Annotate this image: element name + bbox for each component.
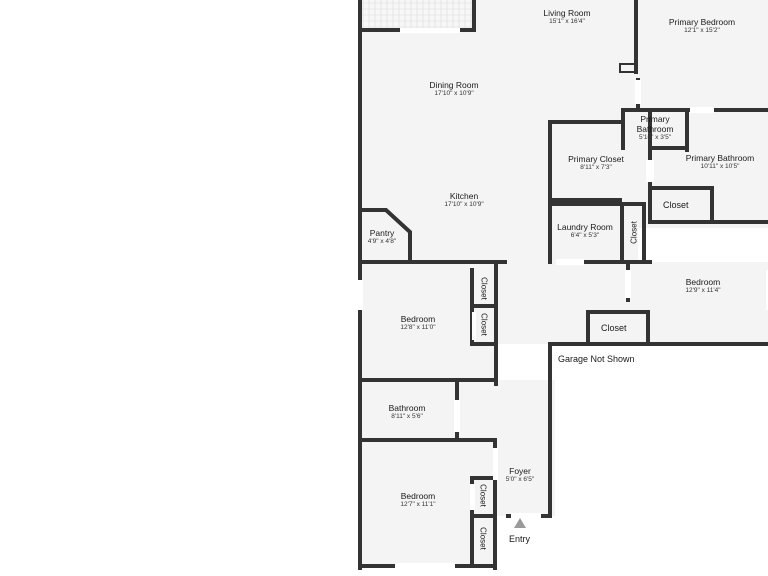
laundry-room-label: Laundry Room 6'4" x 5'3" (557, 222, 613, 239)
foyer-label: Foyer 5'0" x 6'5" (505, 466, 535, 483)
mid-closet-upper-label: Closet (479, 277, 489, 300)
bottom-closet-upper-label: Closet (478, 484, 488, 507)
bedroom-mid-label: Bedroom 12'8" x 11'0" (400, 314, 436, 331)
kitchen-label: Kitchen 17'10" x 10'9" (444, 191, 484, 208)
dining-room-label: Dining Room 17'10" x 10'9" (429, 80, 479, 97)
mid-closet-lower-label: Closet (479, 313, 489, 336)
primary-bath-closet-label: Closet (663, 200, 689, 210)
primary-bedroom-label: Primary Bedroom 12'1" x 15'2" (668, 17, 736, 34)
bathroom-label: Bathroom 8'11" x 5'6" (388, 403, 426, 420)
openings (358, 28, 768, 569)
bedroom-right-label: Bedroom 12'9" x 11'4" (685, 277, 721, 294)
garage-note: Garage Not Shown (558, 354, 635, 364)
pantry-label: Pantry 4'9" x 4'8" (367, 228, 397, 245)
entry-label: Entry (509, 534, 531, 544)
bedroom-bottom-label: Bedroom 12'7" x 11'1" (400, 491, 436, 508)
primary-closet-label: Primary Closet 8'11" x 7'3" (568, 154, 624, 171)
living-room-label: Living Room 15'1" x 16'4" (543, 8, 591, 25)
entry-marker-icon (514, 518, 526, 528)
right-bedroom-closet-label: Closet (601, 323, 627, 333)
primary-bathroom-small-label: Primary Bathroom 5'10" x 3'5" (636, 114, 674, 141)
bottom-closet-lower-label: Closet (478, 527, 488, 550)
laundry-closet-label: Closet (629, 221, 639, 244)
patio-hatch (362, 0, 474, 30)
primary-bathroom-label: Primary Bathroom 10'11" x 10'5" (685, 153, 755, 170)
